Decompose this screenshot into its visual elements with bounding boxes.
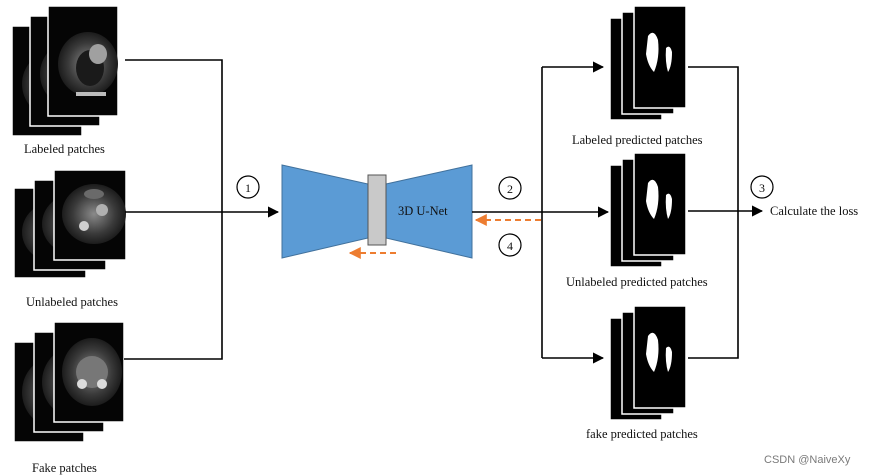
labeled-patches-stack xyxy=(11,5,119,137)
watermark: CSDN @NaiveXy xyxy=(764,454,851,466)
labeled-predicted-label: Labeled predicted patches xyxy=(572,133,703,147)
input-connectors xyxy=(124,59,280,360)
unet-bottleneck xyxy=(367,174,387,246)
output-connectors xyxy=(472,61,610,364)
unet-encoder xyxy=(281,164,369,259)
fake-patches-stack xyxy=(13,321,125,443)
unlabeled-predicted-stack xyxy=(609,152,687,268)
labeled-patches-label: Labeled patches xyxy=(24,142,105,156)
unlabeled-patches-label: Unlabeled patches xyxy=(26,295,118,309)
step-1-marker: 1 xyxy=(236,175,260,199)
svg-text:1: 1 xyxy=(245,181,251,195)
svg-text:3: 3 xyxy=(759,181,765,195)
step-2-marker: 2 xyxy=(498,176,522,200)
loss-label: Calculate the loss xyxy=(770,204,858,218)
labeled-predicted-stack xyxy=(609,5,687,121)
unlabeled-patches-stack xyxy=(13,169,127,279)
fake-predicted-stack xyxy=(609,305,687,421)
step-4-marker: 4 xyxy=(498,233,522,257)
unlabeled-predicted-label: Unlabeled predicted patches xyxy=(566,275,708,289)
step-3-marker: 3 xyxy=(750,175,774,199)
loss-connectors xyxy=(688,66,764,359)
svg-text:2: 2 xyxy=(507,182,513,196)
unet-network: 3D U-Net xyxy=(281,164,473,259)
unet-label: 3D U-Net xyxy=(398,204,448,218)
svg-text:4: 4 xyxy=(507,239,513,253)
fake-patches-label: Fake patches xyxy=(32,461,97,475)
fake-predicted-label: fake predicted patches xyxy=(586,427,698,441)
